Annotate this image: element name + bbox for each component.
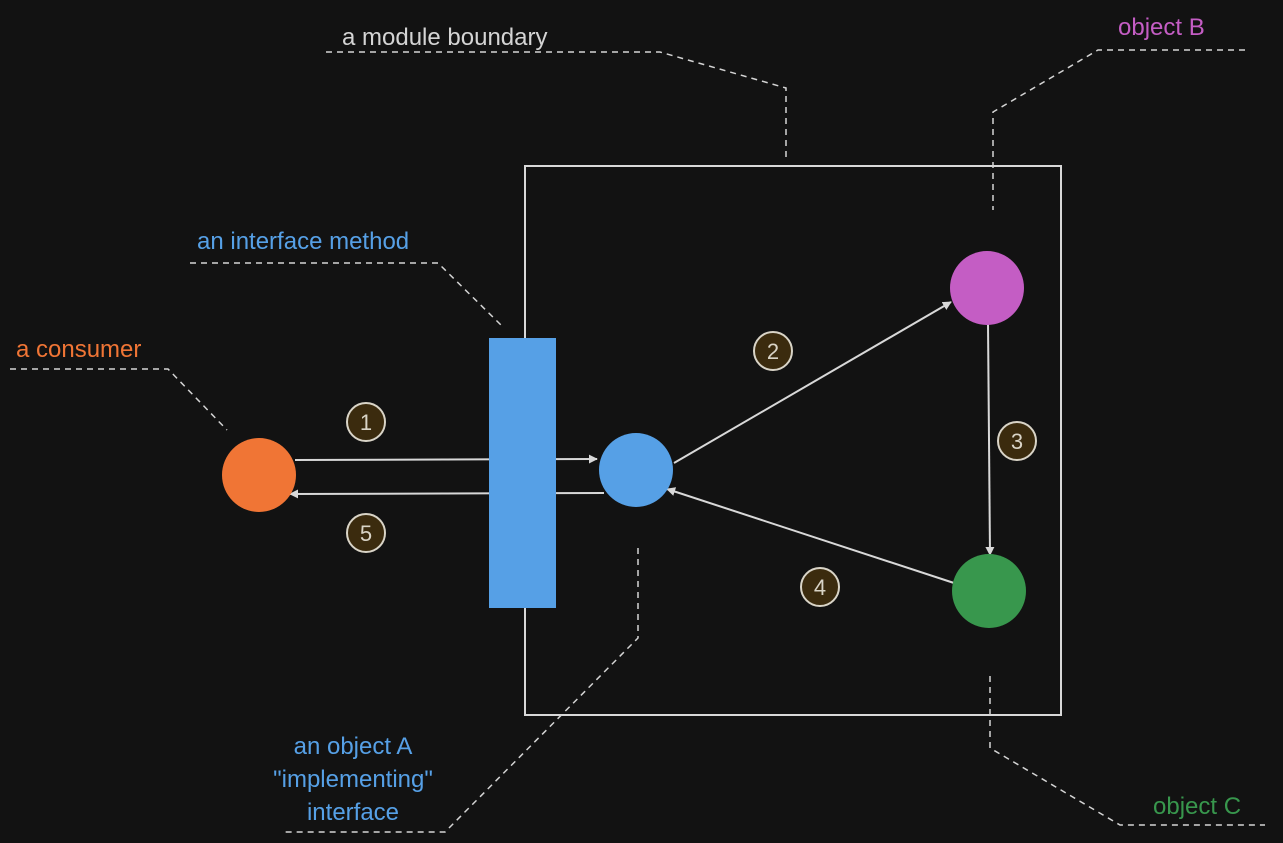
step-badge-1: 1 bbox=[346, 402, 386, 442]
step-badge-3: 3 bbox=[997, 421, 1037, 461]
arrow-a-to-consumer bbox=[289, 489, 605, 499]
step-2-label: 2 bbox=[767, 339, 779, 364]
object-c-leader bbox=[989, 676, 1265, 826]
consumer-leader bbox=[10, 368, 228, 431]
arrow-b-to-c bbox=[985, 323, 995, 556]
consumer-node bbox=[222, 438, 296, 512]
interface-method-label: an interface method bbox=[197, 228, 409, 255]
module-boundary-box bbox=[524, 165, 1062, 716]
step-badge-4: 4 bbox=[800, 567, 840, 607]
step-5-label: 5 bbox=[360, 521, 372, 546]
step-1-label: 1 bbox=[360, 410, 372, 435]
consumer-label: a consumer bbox=[16, 336, 141, 363]
object-a-node bbox=[599, 433, 673, 507]
object-b-leader bbox=[992, 49, 1245, 210]
object-a-label-line1: an object A bbox=[294, 733, 413, 760]
object-c-node bbox=[952, 554, 1026, 628]
interface-method-bar bbox=[489, 338, 556, 608]
module-boundary-label: a module boundary bbox=[342, 24, 547, 51]
interface-method-leader bbox=[190, 262, 503, 327]
object-b-node bbox=[950, 251, 1024, 325]
object-a-label-line2: "implementing" bbox=[273, 766, 433, 793]
object-a-leader bbox=[285, 548, 639, 833]
step-badge-2: 2 bbox=[753, 331, 793, 371]
object-a-label-line3: interface bbox=[307, 799, 399, 826]
object-b-label: object B bbox=[1118, 14, 1205, 41]
module-boundary-leader bbox=[326, 51, 787, 158]
arrow-c-to-a bbox=[666, 487, 955, 584]
step-3-label: 3 bbox=[1011, 429, 1023, 454]
arrow-a-to-b bbox=[673, 301, 952, 464]
step-4-label: 4 bbox=[814, 575, 826, 600]
step-badge-5: 5 bbox=[346, 513, 386, 553]
object-c-label: object C bbox=[1153, 793, 1241, 820]
